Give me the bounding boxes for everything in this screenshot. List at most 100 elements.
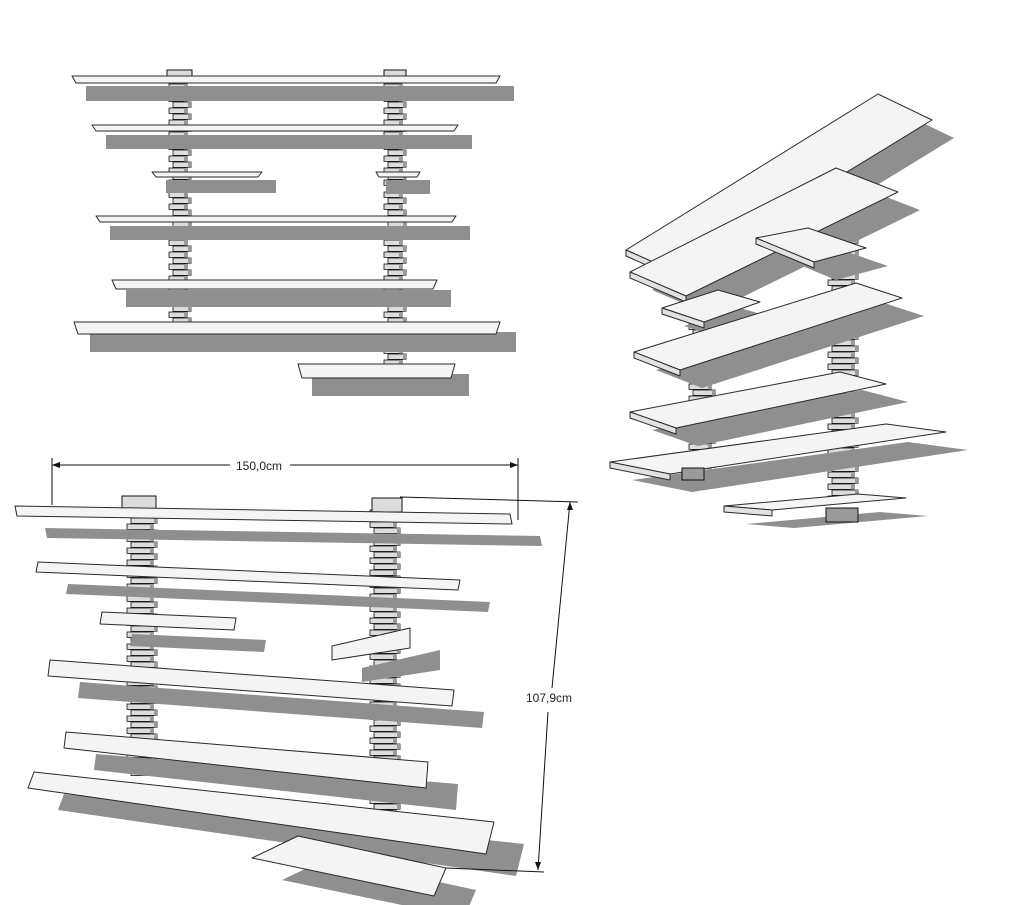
side-shelf-8 [723, 493, 907, 511]
persp-shelf-1 [14, 505, 513, 525]
support-block-side [154, 650, 157, 656]
front-shelf-1 [71, 75, 501, 84]
support-block-side [154, 710, 157, 716]
support-block-side [399, 192, 402, 198]
front-shelf-3-shadow [166, 180, 276, 193]
support-block-side [150, 524, 153, 530]
height-extension-line [399, 496, 579, 503]
support-block-side [393, 594, 396, 600]
support-block-side [393, 678, 396, 684]
support-block-side [397, 588, 400, 594]
support-block [827, 471, 855, 478]
support-block [373, 527, 401, 534]
support-block-side [184, 168, 187, 174]
support-block-side [393, 750, 396, 756]
support-block-side [708, 384, 711, 390]
support-block-side [397, 528, 400, 534]
support-block-side [184, 108, 187, 114]
support-block [369, 521, 397, 528]
support-block-side [403, 354, 406, 360]
support-block-side [393, 570, 396, 576]
support-block-side [851, 364, 854, 370]
support-block-side [403, 246, 406, 252]
support-block-side [393, 606, 396, 612]
support-block-side [851, 472, 854, 478]
support-block [373, 803, 401, 810]
support-block [373, 743, 401, 750]
support-block [369, 653, 397, 660]
support-block [831, 345, 859, 352]
support-block-side [399, 312, 402, 318]
support-block-side [851, 412, 854, 418]
support-block-side [397, 612, 400, 618]
width-dimension-label: 150,0cm [236, 459, 282, 473]
support-block-side [855, 358, 858, 364]
side-shelf-6-edge [629, 411, 677, 435]
support-block-side [393, 654, 396, 660]
support-block-side [403, 210, 406, 216]
side-shelf-7-shadow [632, 442, 968, 492]
support-block-side [393, 522, 396, 528]
support-block [126, 559, 154, 566]
persp-shelf-6-shadow [94, 754, 458, 810]
support-block-side [397, 804, 400, 810]
persp-shelf-4 [331, 627, 411, 661]
support-block-side [403, 318, 406, 324]
persp-shelf-4-shadow [362, 650, 440, 682]
support-block-side [188, 270, 191, 276]
persp-shelf-2 [35, 561, 461, 591]
support-block-side [855, 418, 858, 424]
support-block-side [399, 252, 402, 258]
support-block-side [184, 312, 187, 318]
support-block-side [184, 204, 187, 210]
side-shelf-7-edge [609, 461, 671, 481]
support-block-side [855, 370, 858, 376]
support-block-side [403, 306, 406, 312]
support-block [130, 541, 158, 548]
front-shelf-4 [95, 215, 457, 223]
support-block-side [184, 252, 187, 258]
support-block-side [399, 240, 402, 246]
support-block-side [150, 716, 153, 722]
support-block-side [708, 444, 711, 450]
support-block [126, 523, 154, 530]
side-shelf-5-edge [633, 351, 681, 377]
support-block-side [851, 340, 854, 346]
support-block-side [397, 648, 400, 654]
support-block [831, 477, 859, 484]
side-shelf-3-edge [755, 237, 815, 269]
support-block-side [855, 274, 858, 280]
support-block [130, 709, 158, 716]
support-block-side [150, 584, 153, 590]
support-block-side [403, 258, 406, 264]
support-block [827, 483, 855, 490]
width-arrow-right [510, 462, 518, 468]
persp-shelf-5 [47, 659, 455, 707]
support-block [130, 517, 158, 524]
support-block-side [188, 102, 191, 108]
front-shelf-4-shadow [110, 226, 470, 240]
support-block-side [399, 276, 402, 282]
support-block-side [855, 490, 858, 496]
side-shelf-4-edge [661, 307, 705, 329]
support-block [692, 389, 716, 396]
support-block [369, 725, 397, 732]
support-block [369, 617, 397, 624]
dimension-lines: 150,0cm 107,9cm [51, 458, 579, 873]
support-block-side [154, 626, 157, 632]
support-block-side [154, 578, 157, 584]
support-block [130, 601, 158, 608]
support-block-side [184, 192, 187, 198]
front-shelf-6-shadow [90, 332, 516, 352]
support-block-side [188, 198, 191, 204]
support-block-side [403, 270, 406, 276]
support-block-side [851, 280, 854, 286]
support-block-side [184, 276, 187, 282]
front-shelf-3 [151, 171, 263, 178]
support-block-side [855, 466, 858, 472]
support-block-side [154, 734, 157, 740]
persp-shelf-6 [63, 731, 429, 789]
support-block-side [154, 602, 157, 608]
